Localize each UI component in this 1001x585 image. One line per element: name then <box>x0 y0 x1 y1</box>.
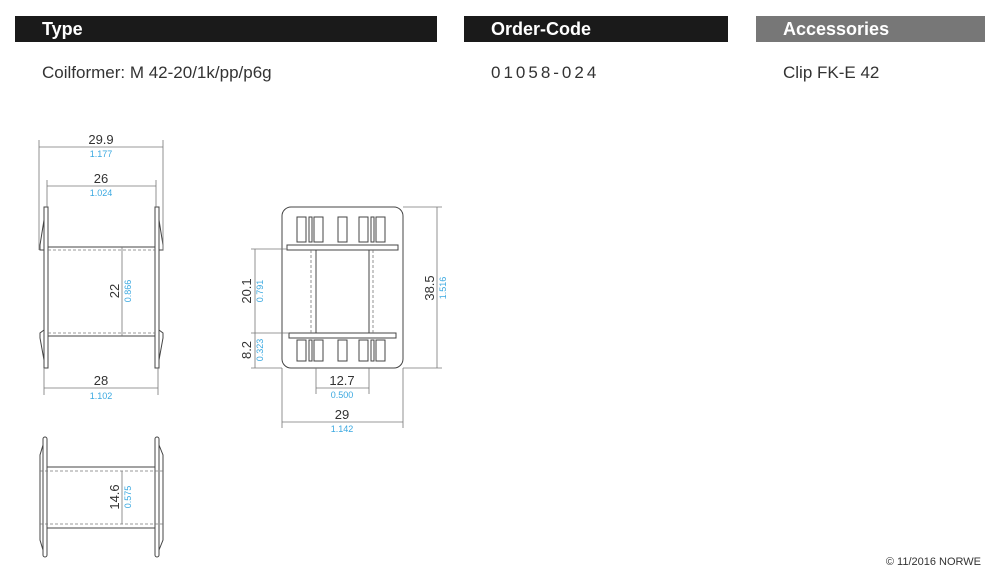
dim-20-1-mm: 20.1 <box>239 278 254 303</box>
accessories-header: Accessories <box>756 16 985 42</box>
top-view-drawing: 38.5 1.516 20.1 0.791 8.2 0.323 12.7 0.5… <box>239 206 448 434</box>
dim-14-6-mm: 14.6 <box>107 484 122 509</box>
order-code-value: 01058-024 <box>491 63 600 82</box>
dim-1-177-in: 1.177 <box>90 149 113 159</box>
dim-0-500-in: 0.500 <box>331 390 354 400</box>
order-code-header: Order-Code <box>464 16 728 42</box>
dim-12-7-mm: 12.7 <box>329 373 354 388</box>
dim-28-mm: 28 <box>94 373 108 388</box>
dim-0-575-in: 0.575 <box>123 486 133 509</box>
dim-38-5-mm: 38.5 <box>422 275 437 300</box>
side-view-drawing: 29.9 1.177 26 1.024 22 0.866 28 1.102 <box>38 132 164 401</box>
copyright: © 11/2016 NORWE <box>885 556 981 568</box>
dim-0-791-in: 0.791 <box>255 280 265 303</box>
dim-8-2-mm: 8.2 <box>239 341 254 359</box>
dim-29-mm: 29 <box>335 407 349 422</box>
dim-26-mm: 26 <box>94 171 108 186</box>
type-value: Coilformer: M 42-20/1k/pp/p6g <box>42 63 272 82</box>
dim-1-024-in: 1.024 <box>90 188 113 198</box>
dim-1-516-in: 1.516 <box>438 277 448 300</box>
dim-0-866-in: 0.866 <box>123 280 133 303</box>
dim-1-142-in: 1.142 <box>331 424 354 434</box>
dim-29-9-mm: 29.9 <box>88 132 113 147</box>
type-header: Type <box>15 16 437 42</box>
dim-22-mm: 22 <box>107 284 122 298</box>
accessories-value: Clip FK-E 42 <box>783 63 880 82</box>
front-view-drawing: 14.6 0.575 <box>39 436 164 558</box>
dim-0-323-in: 0.323 <box>255 339 265 362</box>
dim-1-102-in: 1.102 <box>90 391 113 401</box>
